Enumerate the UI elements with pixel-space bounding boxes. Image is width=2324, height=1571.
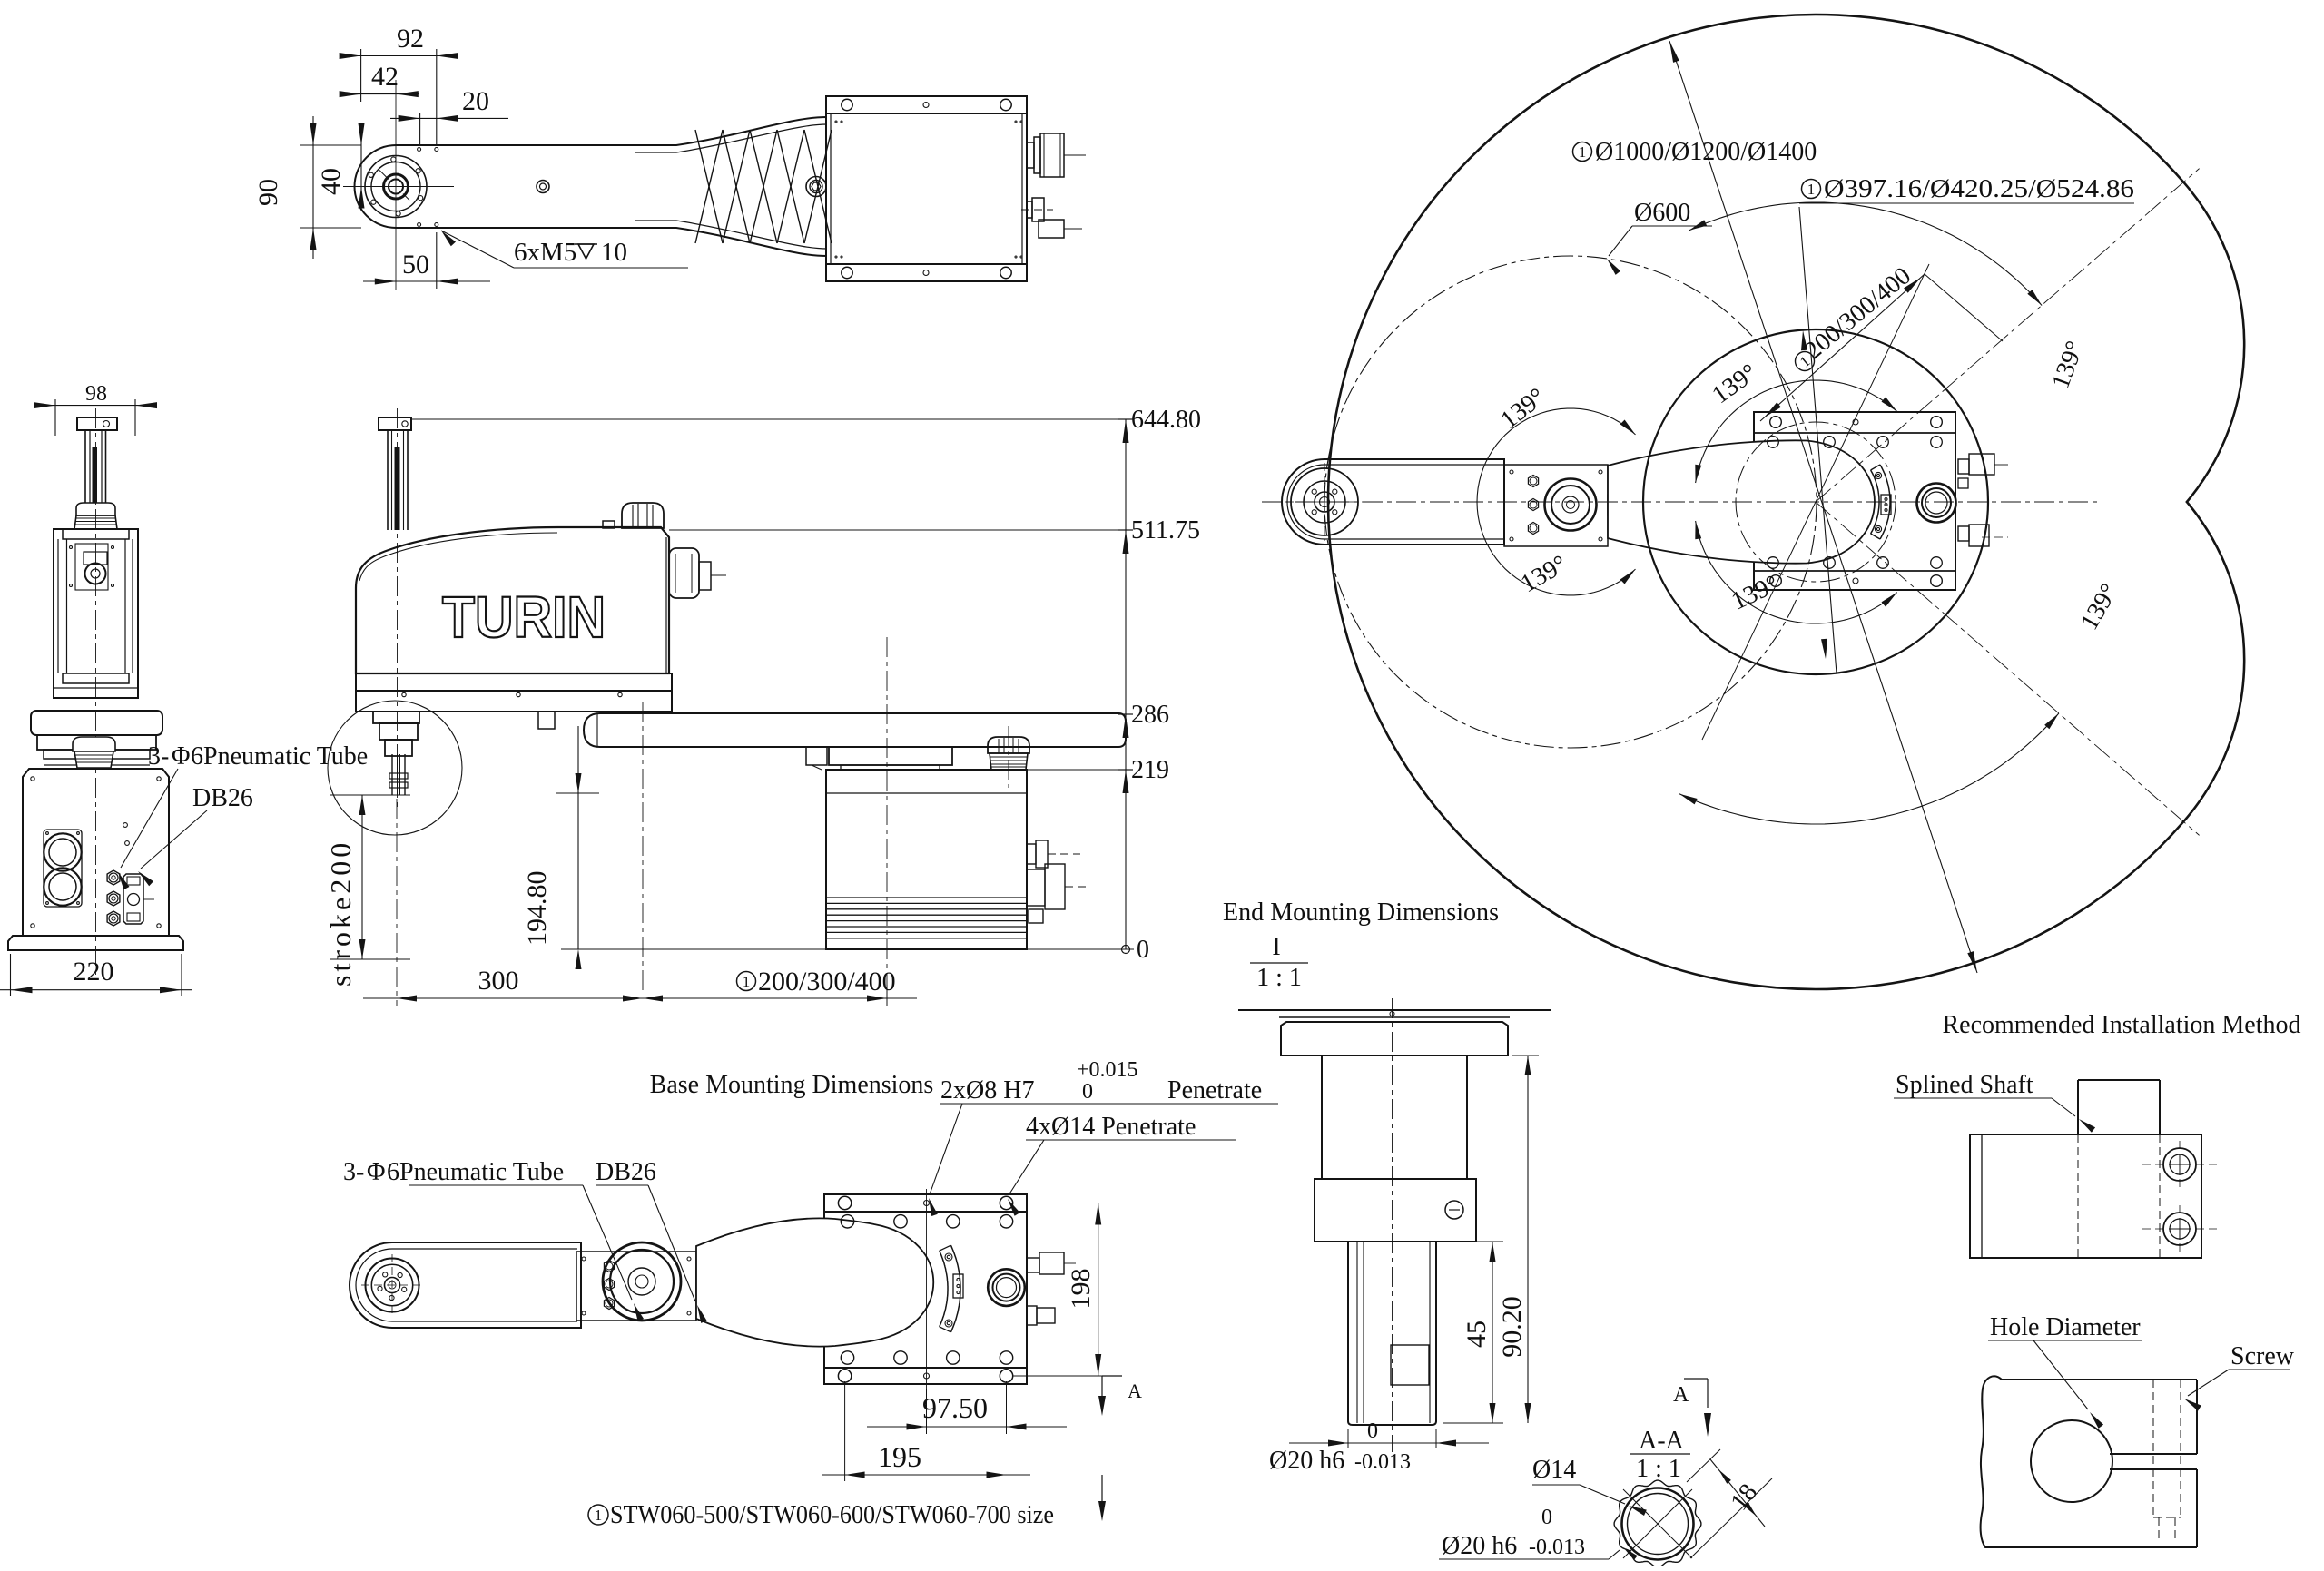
svg-text:+0.015: +0.015 <box>1077 1058 1138 1082</box>
svg-text:50: 50 <box>402 250 429 280</box>
svg-text:I: I <box>1272 933 1280 961</box>
svg-text:511.75: 511.75 <box>1131 516 1200 545</box>
svg-text:3-: 3- <box>343 1158 364 1186</box>
svg-text:1: 1 <box>1579 143 1587 161</box>
svg-text:Ø1000/Ø1200/Ø1400: Ø1000/Ø1200/Ø1400 <box>1595 138 1817 166</box>
svg-text:Base Mounting Dimensions: Base Mounting Dimensions <box>650 1071 934 1099</box>
svg-text:stroke200: stroke200 <box>324 840 357 987</box>
svg-text:286: 286 <box>1131 701 1169 729</box>
svg-text:219: 219 <box>1131 756 1169 784</box>
svg-text:92: 92 <box>397 24 424 54</box>
svg-text:Splined Shaft: Splined Shaft <box>1896 1071 2034 1099</box>
svg-text:0: 0 <box>1367 1419 1378 1443</box>
svg-text:Ø14: Ø14 <box>1532 1456 1576 1484</box>
svg-text:198: 198 <box>1066 1269 1096 1310</box>
svg-text:644.80: 644.80 <box>1131 406 1201 434</box>
svg-text:0: 0 <box>1137 936 1149 964</box>
svg-text:220: 220 <box>74 957 114 987</box>
svg-text:3-: 3- <box>148 742 169 771</box>
svg-text:TURIN: TURIN <box>442 584 606 650</box>
svg-text:1: 1 <box>743 973 751 990</box>
svg-text:0: 0 <box>1541 1506 1552 1529</box>
svg-text:90: 90 <box>253 179 283 206</box>
svg-text:195: 195 <box>878 1440 921 1473</box>
svg-text:1: 1 <box>595 1507 603 1524</box>
svg-text:Penetrate: Penetrate <box>1167 1076 1262 1105</box>
svg-text:Φ: Φ <box>367 1158 385 1186</box>
svg-text:6Pneumatic Tube: 6Pneumatic Tube <box>191 742 368 771</box>
svg-text:DB26: DB26 <box>596 1158 656 1186</box>
svg-text:-0.013: -0.013 <box>1354 1450 1411 1474</box>
svg-text:STW060-500/STW060-600/STW060-7: STW060-500/STW060-600/STW060-700 size <box>610 1501 1054 1529</box>
svg-text:Ø20 h6: Ø20 h6 <box>1269 1447 1344 1475</box>
svg-text:1 : 1: 1 : 1 <box>1636 1455 1681 1483</box>
svg-text:A-A: A-A <box>1639 1427 1685 1455</box>
svg-text:0: 0 <box>1082 1080 1093 1104</box>
svg-text:200/300/400: 200/300/400 <box>758 967 896 997</box>
svg-text:Screw: Screw <box>2230 1342 2295 1370</box>
svg-text:End Mounting Dimensions: End Mounting Dimensions <box>1223 898 1499 927</box>
svg-text:98: 98 <box>85 382 107 406</box>
svg-text:Ø600: Ø600 <box>1634 199 1690 227</box>
svg-text:Hole Diameter: Hole Diameter <box>1990 1313 2141 1341</box>
svg-text:1 : 1: 1 : 1 <box>1256 964 1302 992</box>
svg-text:DB26: DB26 <box>192 784 253 812</box>
svg-text:2xØ8 H7: 2xØ8 H7 <box>940 1076 1034 1105</box>
svg-text:10: 10 <box>601 238 627 267</box>
svg-text:6xM5: 6xM5 <box>514 238 576 267</box>
svg-text:-0.013: -0.013 <box>1529 1536 1585 1559</box>
svg-text:20: 20 <box>462 86 489 116</box>
svg-text:40: 40 <box>316 168 346 195</box>
svg-text:300: 300 <box>478 966 519 996</box>
svg-text:Recommended Installation Metho: Recommended Installation Method <box>1942 1011 2300 1039</box>
svg-text:97.50: 97.50 <box>922 1391 988 1424</box>
svg-text:Ø20 h6: Ø20 h6 <box>1442 1532 1517 1560</box>
svg-text:4xØ14 Penetrate: 4xØ14 Penetrate <box>1026 1113 1196 1141</box>
svg-text:194.80: 194.80 <box>522 871 552 947</box>
svg-text:1: 1 <box>1807 181 1816 198</box>
svg-text:45: 45 <box>1462 1321 1492 1348</box>
svg-text:A: A <box>1128 1380 1142 1402</box>
svg-text:A: A <box>1673 1383 1689 1407</box>
svg-text:Ø397.16/Ø420.25/Ø524.86: Ø397.16/Ø420.25/Ø524.86 <box>1824 175 2134 203</box>
svg-text:90.20: 90.20 <box>1497 1296 1527 1358</box>
svg-text:6Pneumatic Tube: 6Pneumatic Tube <box>387 1158 564 1186</box>
svg-text:Φ: Φ <box>172 742 190 771</box>
svg-text:42: 42 <box>371 62 399 92</box>
